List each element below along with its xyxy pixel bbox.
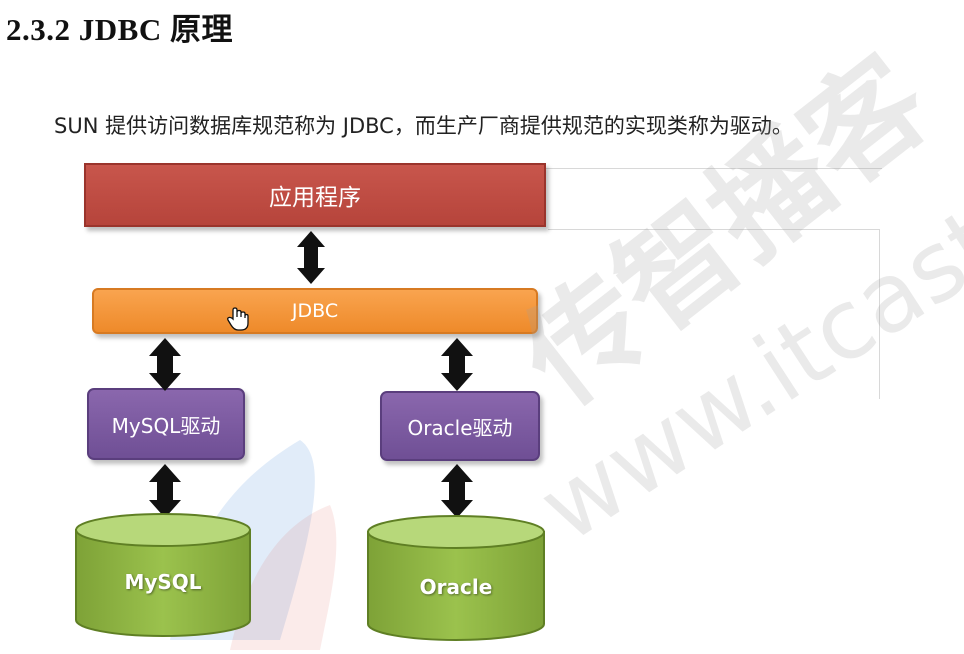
guide-line (400, 168, 882, 169)
jdbc-box: JDBC (92, 288, 538, 334)
intro-text: SUN 提供访问数据库规范称为 JDBC，而生产厂商提供规范的实现类称为驱动。 (54, 114, 793, 138)
mysql-database-label: MySQL (124, 570, 202, 594)
hand-cursor-icon (227, 307, 249, 331)
double-arrow-icon (441, 464, 473, 518)
double-arrow-icon (149, 338, 181, 391)
oracle-database-label: Oracle (419, 575, 493, 599)
mysql-database-cylinder (75, 513, 251, 637)
guide-line (879, 229, 880, 399)
double-arrow-icon (441, 338, 473, 391)
double-arrow-icon (297, 231, 325, 284)
oracle-driver-box: Oracle驱动 (380, 391, 540, 461)
section-heading: 2.3.2 JDBC 原理 (6, 12, 233, 47)
oracle-database-cylinder (367, 515, 545, 641)
guide-line (548, 229, 880, 230)
application-box: 应用程序 (84, 163, 546, 227)
double-arrow-icon (149, 464, 181, 518)
